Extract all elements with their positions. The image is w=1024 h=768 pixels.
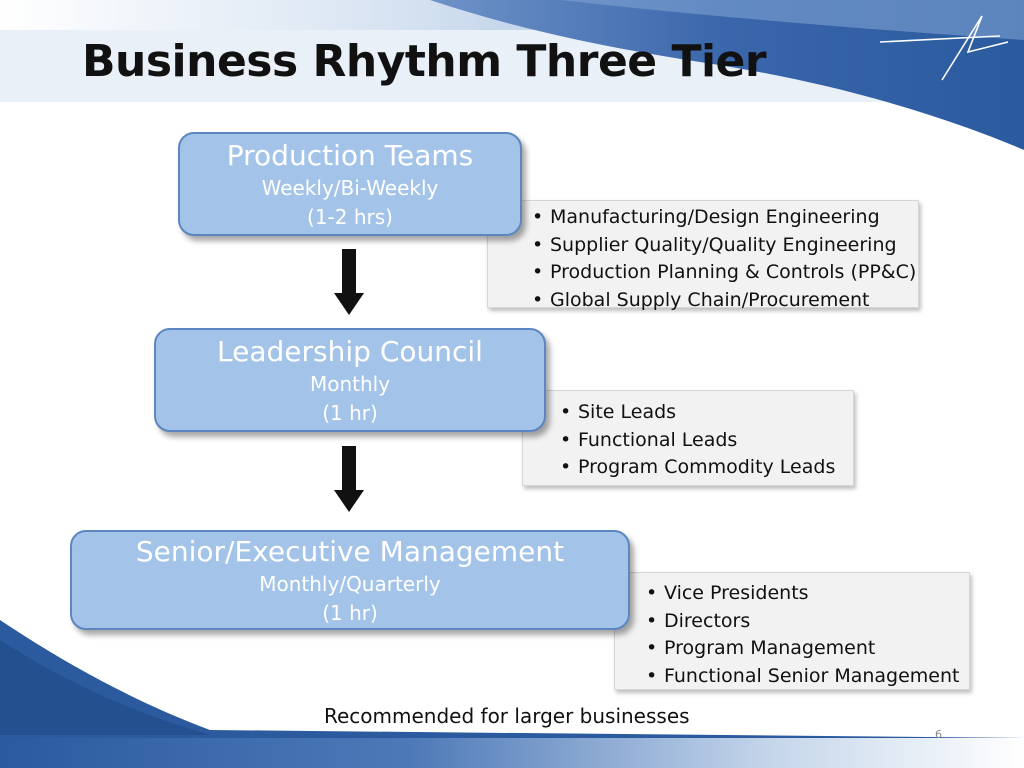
list-item: Functional Senior Management [640, 663, 969, 691]
tier-box-leadership-council: Leadership Council Monthly (1 hr) [154, 328, 546, 432]
down-arrow-icon [334, 249, 364, 315]
tier-frequency: Weekly/Bi-Weekly [261, 176, 439, 200]
tier-duration: (1-2 hrs) [307, 205, 393, 229]
list-item: Program Management [640, 635, 969, 663]
page-number: 6 [935, 728, 942, 741]
list-item: Directors [640, 608, 969, 636]
tier-box-production-teams: Production Teams Weekly/Bi-Weekly (1-2 h… [178, 132, 522, 236]
participants-list-leadership-council: Site Leads Functional Leads Program Comm… [522, 390, 854, 486]
down-arrow-icon [334, 446, 364, 512]
list-item: Vice Presidents [640, 580, 969, 608]
participants-list-senior-executive-management: Vice Presidents Directors Program Manage… [614, 572, 970, 690]
participants-list-production-teams: Manufacturing/Design Engineering Supplie… [487, 200, 919, 314]
tier-name: Leadership Council [217, 335, 483, 368]
tier-duration: (1 hr) [322, 401, 378, 425]
list-item: Functional Leads [554, 427, 853, 455]
tier-frequency: Monthly [309, 372, 391, 396]
list-item: Production Planning & Controls (PP&C) [526, 259, 918, 287]
tier-name: Production Teams [226, 139, 474, 172]
list-item: Global Supply Chain/Procurement [526, 287, 918, 315]
footer-note: Recommended for larger businesses [324, 704, 690, 728]
list-item: Program Commodity Leads [554, 454, 853, 482]
tier-box-senior-executive-management: Senior/Executive Management Monthly/Quar… [70, 530, 630, 630]
slide-title: Business Rhythm Three Tier [82, 36, 767, 87]
list-item: Supplier Quality/Quality Engineering [526, 232, 918, 260]
tier-duration: (1 hr) [322, 601, 378, 625]
list-item: Site Leads [554, 399, 853, 427]
tier-frequency: Monthly/Quarterly [259, 572, 441, 596]
company-logo-icon [879, 15, 1009, 81]
tier-name: Senior/Executive Management [135, 535, 565, 568]
list-item: Manufacturing/Design Engineering [526, 204, 918, 232]
